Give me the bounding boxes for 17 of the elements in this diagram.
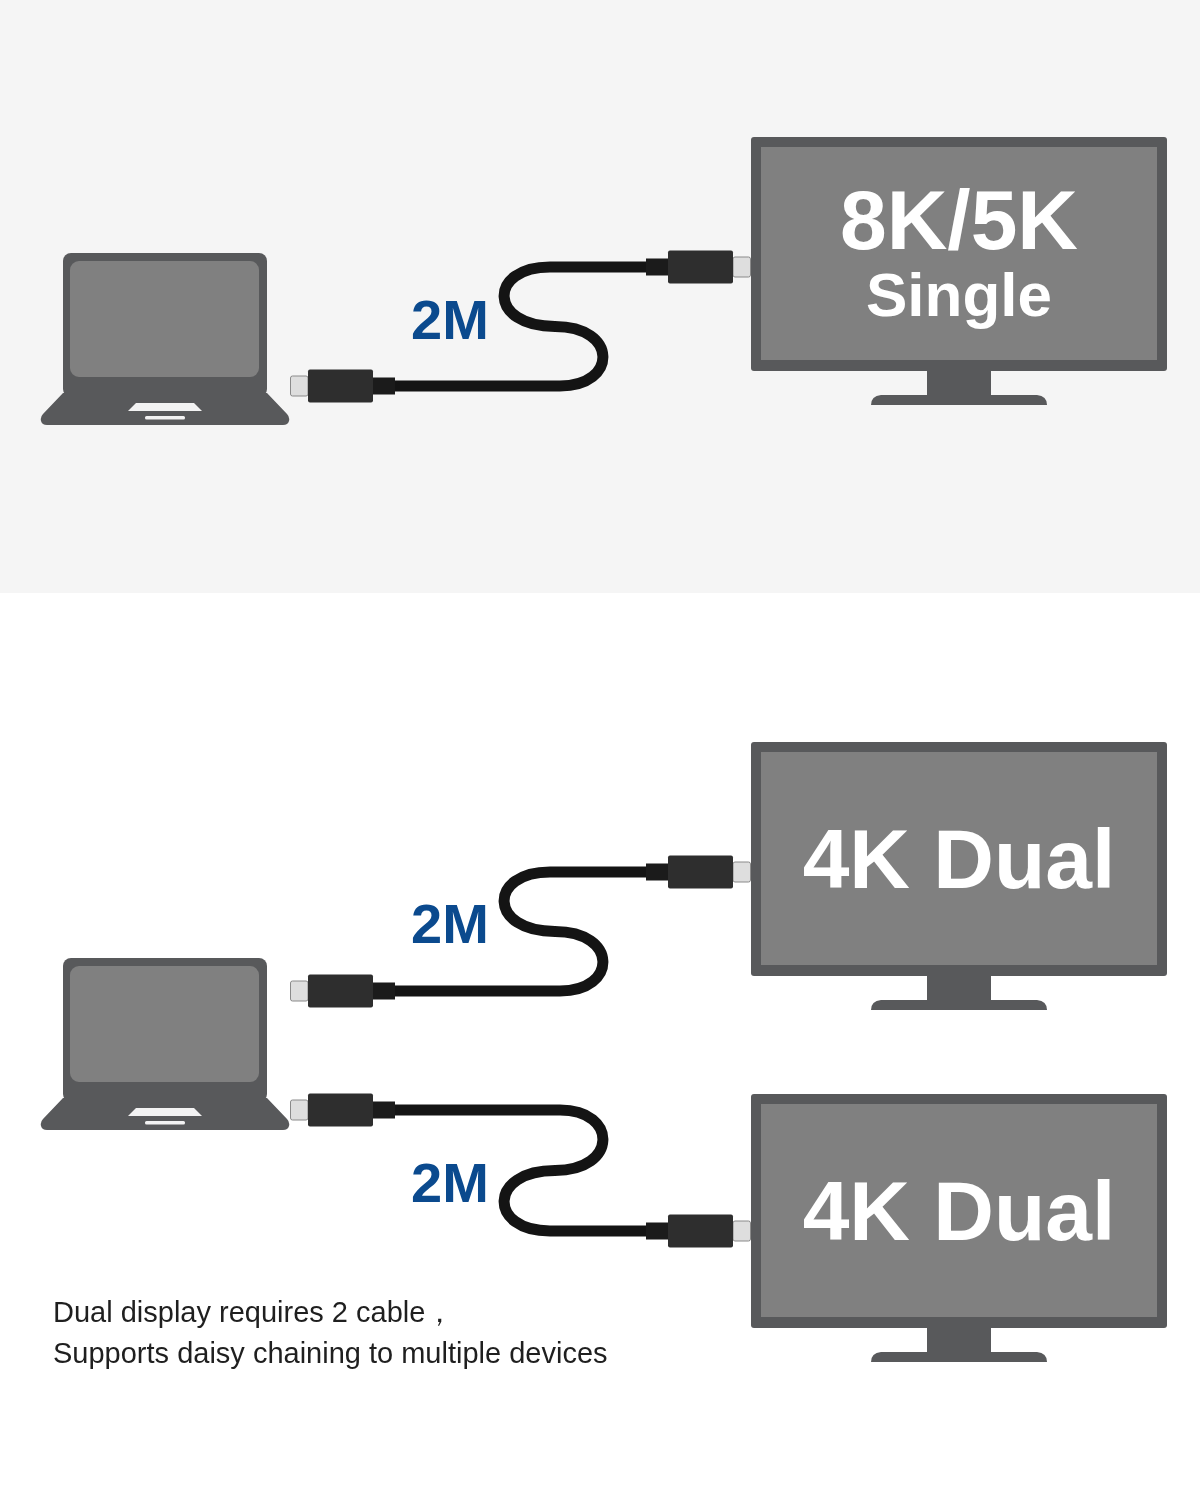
monitor-illustration — [751, 742, 1167, 1010]
edge-label: 2M — [411, 1155, 489, 1211]
usb-c-cable — [290, 1093, 751, 1248]
usb-c-cable — [290, 250, 751, 403]
edge-label: 2M — [411, 896, 489, 952]
screen-heading: 8K/5K — [839, 178, 1079, 261]
screen-heading: 4K Dual — [802, 1169, 1116, 1252]
usb-c-cable — [290, 855, 751, 1008]
monitor-illustration — [751, 137, 1167, 405]
note-text: Dual display requires 2 cable， — [53, 1295, 455, 1329]
note-text: Supports daisy chaining to multiple devices — [53, 1336, 608, 1370]
screen-subheading: Single — [866, 260, 1052, 329]
monitor-illustration — [751, 1094, 1167, 1362]
laptop-illustration — [40, 253, 290, 425]
laptop-illustration — [40, 958, 290, 1130]
screen-heading: 4K Dual — [802, 817, 1116, 900]
edge-label: 2M — [411, 292, 489, 348]
